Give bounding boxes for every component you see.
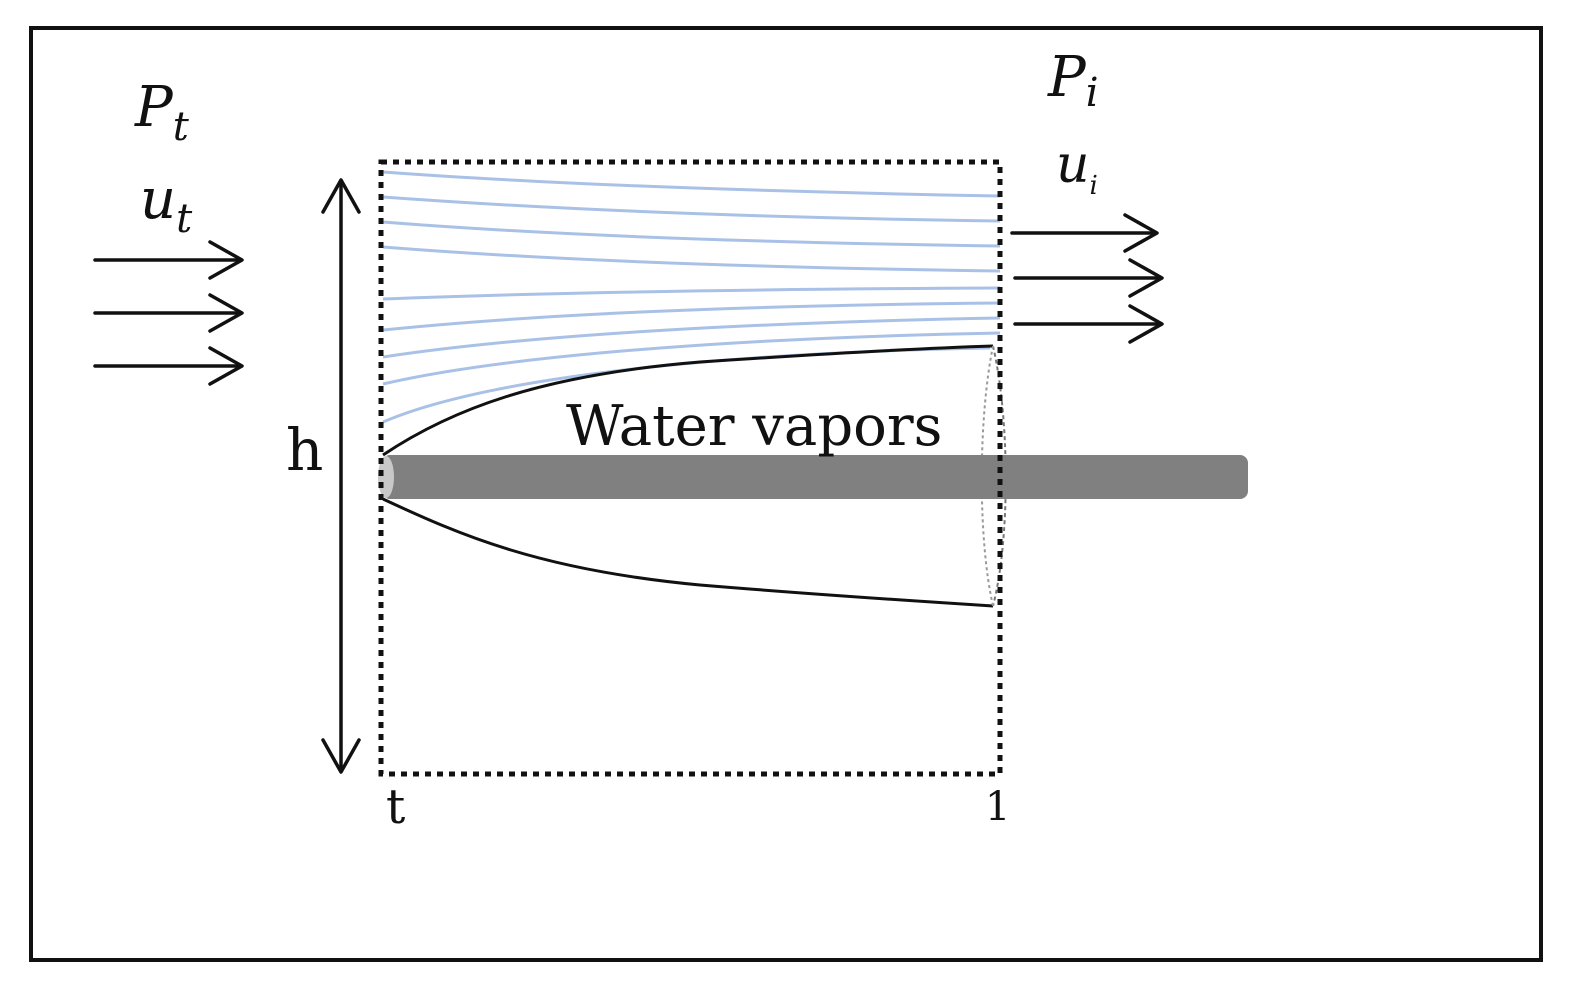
streamline-1 [382,170,1001,198]
velocity-inlet-base: u [140,167,176,232]
right-arrow-icon [93,346,244,386]
water-vapors-label: Water vapors [566,394,942,459]
streamline-4 [382,245,1001,273]
vapor-boundary-bottom [382,497,994,608]
height-label: h [286,416,323,484]
streamline-2 [382,195,1001,223]
region-start-label: t [386,779,405,835]
pressure-inlet-sub: t [173,104,190,150]
right-arrow-icon [93,240,244,280]
pressure-inlet-label: Pt [134,75,190,150]
control-volume-box [378,159,1003,777]
double-headed-vertical-arrow-icon [321,178,361,774]
heated-rod [382,455,1248,499]
vapor-boundary-top [382,344,994,457]
velocity-inlet-label: ut [140,167,193,242]
streamline-6 [382,301,1001,332]
pressure-inlet-base: P [134,75,174,140]
streamline-3 [382,220,1001,248]
region-end-label: 1 [985,784,1010,830]
right-arrow-icon [1010,213,1159,253]
pressure-outlet-sub: i [1086,70,1099,116]
velocity-outlet-label: ui [1056,135,1098,201]
right-arrow-icon [1013,304,1164,344]
pressure-outlet-base: P [1047,45,1087,110]
outlet-arrows [1010,213,1164,344]
velocity-outlet-base: u [1056,135,1090,195]
streamlines [382,170,1001,424]
velocity-inlet-sub: t [176,196,193,242]
inlet-arrows [93,240,244,386]
streamline-5 [382,286,1001,301]
right-arrow-icon [1013,258,1164,298]
streamline-7 [382,316,1001,359]
velocity-outlet-sub: i [1090,171,1098,201]
streamline-8 [382,331,1001,386]
pressure-outlet-label: Pi [1047,45,1098,116]
outer-frame [29,26,1543,962]
right-arrow-icon [93,293,244,333]
